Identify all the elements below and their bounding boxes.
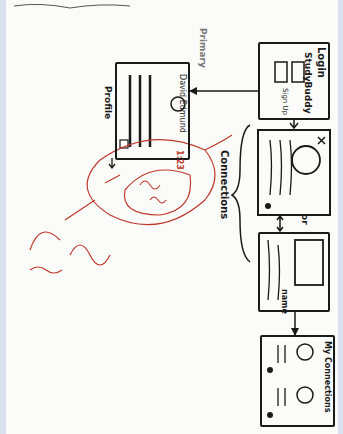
handwritten-note: Primary — [198, 28, 207, 68]
handwritten-note: 1:23 — [175, 150, 183, 170]
chat-dot — [267, 367, 273, 373]
screen-box: ProfileDavid Edmund — [115, 62, 190, 160]
screen-title: Profile — [103, 86, 112, 119]
torn-edge-scribble — [14, 4, 130, 8]
avatar-circle — [297, 387, 313, 403]
screen-text: StudyBuddy — [303, 52, 312, 114]
screen-title: Login — [316, 47, 327, 78]
text-lines — [130, 75, 150, 147]
red-handwriting — [30, 181, 166, 273]
screen-title: name — [280, 289, 288, 314]
flow-arrow — [190, 90, 258, 92]
double-arrow — [277, 216, 283, 231]
text-lines — [278, 345, 285, 406]
screen-box: My Connections — [260, 335, 335, 427]
flow-arrow — [294, 312, 296, 335]
heart-dot — [265, 203, 271, 209]
red-loop — [124, 170, 190, 215]
red-scribble — [30, 175, 120, 265]
paper-sheet — [6, 0, 338, 434]
avatar-circle — [297, 344, 313, 360]
screen-text: David Edmund — [178, 74, 186, 133]
input-field — [292, 62, 304, 82]
avatar-circle — [292, 146, 320, 174]
card-screen — [258, 130, 330, 215]
curly-bracket — [232, 125, 250, 262]
screen-text: Sign Up — [281, 88, 288, 115]
close-x — [318, 137, 325, 144]
photo-frame — [295, 240, 323, 285]
screen-box: Login StudyBuddySign Up — [258, 42, 330, 120]
flow-arrow — [290, 120, 298, 128]
screen-box: name — [258, 232, 330, 312]
text-lines — [268, 240, 280, 300]
handwritten-note: Connections — [218, 150, 229, 219]
small-arrow — [109, 158, 115, 168]
screen-title: My Connections — [323, 341, 331, 412]
input-field — [275, 62, 287, 82]
text-lines — [270, 140, 292, 195]
red-leader — [205, 135, 232, 150]
chat-dot — [267, 412, 273, 418]
handwritten-note: or — [300, 214, 309, 225]
